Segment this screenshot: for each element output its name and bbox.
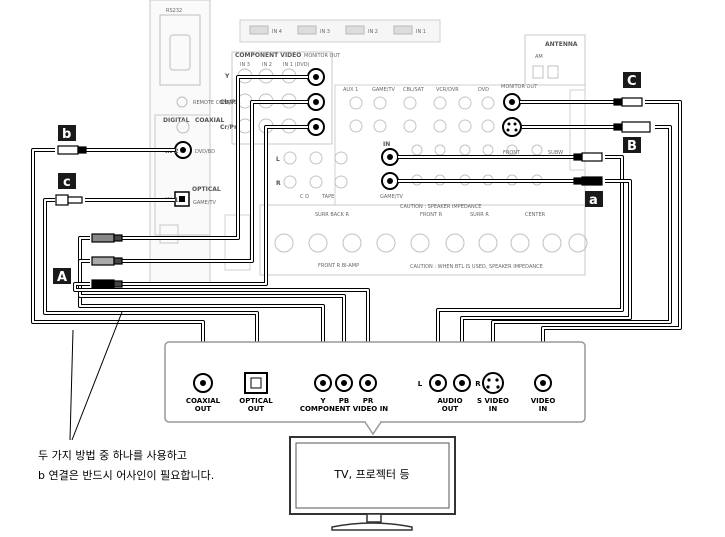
svg-text:c: c: [63, 175, 71, 190]
surr-r-label: SURR R: [470, 212, 489, 218]
callout-B: B: [623, 137, 641, 154]
rs232-label: RS232: [166, 8, 182, 14]
surr-back-label: SURR BACK R: [315, 212, 349, 218]
note-line-2: b 연결은 반드시 어사인이 필요합니다.: [38, 469, 215, 482]
subw-label: SUBW: [548, 150, 563, 156]
tv-component-video-in-label: COMPONENT VIDEO IN: [300, 405, 388, 413]
center-label: CENTER: [525, 212, 546, 218]
tv-coaxial-out-label: OUT: [195, 405, 212, 413]
callout-C: C: [623, 72, 641, 89]
comp-pb-label: Cb/Pb: [220, 99, 240, 106]
front-r-label: FRONT R: [420, 212, 443, 218]
aux-cbl-label: CBL/SAT: [403, 87, 425, 93]
receiver-audio-r-label: R: [276, 180, 281, 187]
video-monitor-out-label: MONITOR OUT: [501, 84, 538, 90]
cables: [31, 75, 682, 355]
svg-text:C: C: [627, 74, 637, 89]
callout-A: A: [53, 268, 71, 285]
tv-audio-l-label: L: [418, 380, 423, 388]
tv-coaxial-label: COAXIAL: [186, 397, 221, 405]
tape-label: TAPE: [321, 194, 334, 200]
callout-b: b: [58, 125, 76, 142]
caution-speaker-label: CAUTION : SPEAKER IMPEDANCE: [400, 204, 481, 210]
hdmi-in2-label: IN 2: [368, 29, 378, 35]
monitor-out-label: MONITOR OUT: [304, 53, 341, 59]
aux-dvd-label: DVD: [478, 87, 489, 93]
antenna-label: ANTENNA: [545, 41, 578, 48]
tv-s-video-jack: [482, 372, 504, 394]
callout-c: c: [58, 173, 76, 190]
hdmi-in4-label: IN 4: [272, 29, 282, 35]
cd-label: C D: [300, 194, 309, 200]
tv-illustration: TV, 프로젝터 등: [289, 436, 456, 531]
hdmi-in1-label: IN 1: [416, 29, 426, 35]
caution-btl-label: CAUTION : WHEN BTL IS USED, SPEAKER IMPE…: [410, 264, 543, 270]
tv-video-label: VIDEO: [531, 397, 556, 405]
remote-label: REMOTE CONTROL: [193, 100, 240, 106]
digital-label: DIGITAL: [163, 117, 190, 124]
tv-audio-out-label: OUT: [442, 405, 459, 413]
tv-optical-out-label: OUT: [248, 405, 265, 413]
aux1-label: AUX 1: [343, 87, 358, 93]
remote-jack: [176, 96, 188, 108]
svg-text:A: A: [57, 270, 67, 285]
tv-optical-label: OPTICAL: [239, 397, 273, 405]
tv-s-video-label: S VIDEO: [477, 397, 509, 405]
note-pointer-lines: [69, 311, 123, 441]
optical-label: OPTICAL: [192, 186, 221, 193]
comp-y-label: Y: [224, 73, 230, 80]
tv-video-in-label: IN: [539, 405, 548, 413]
coaxial-section-label: COAXIAL: [195, 117, 224, 124]
callout-a: a: [585, 191, 603, 208]
comp-in1-label: IN 1 (DVD): [283, 62, 310, 68]
tv-audio-label: AUDIO: [437, 397, 462, 405]
tv-audio-out-jacks: [429, 374, 471, 392]
svg-text:a: a: [589, 193, 598, 208]
comp-pr-label: Cr/Pr: [220, 124, 237, 131]
tv-connection-panel: COAXIAL OUT OPTICAL OUT Y PB PR COMPONEN…: [164, 341, 586, 436]
tv-label: TV, 프로젝터 등: [333, 468, 409, 481]
hdmi-in3-label: IN 3: [320, 29, 330, 35]
front-bi-amp-label: FRONT R BI-AMP: [318, 263, 359, 269]
optical-in1-sub: GAME/TV: [193, 200, 217, 206]
audio-in-jacks: [381, 148, 399, 190]
hdmi-inputs: IN 4 IN 3 IN 2 IN 1: [239, 19, 441, 43]
note-line-1: 두 가지 방법 중 하나를 사용하고: [38, 449, 188, 462]
video-monitor-out-jacks: [502, 93, 522, 137]
comp-in2-label: IN 2: [262, 62, 272, 68]
component-video-label: COMPONENT VIDEO: [235, 52, 301, 59]
rs232-port: [169, 34, 191, 71]
aux-vcr-label: VCR/DVR: [436, 87, 459, 93]
svg-text:b: b: [62, 127, 71, 142]
component-monitor-out-jacks: [307, 68, 325, 136]
tv-y-label: Y: [319, 397, 326, 405]
tv-pb-label: PB: [339, 397, 349, 405]
coax-in2-sub: DVD/BD: [195, 149, 215, 155]
aux-game-label: GAME/TV: [372, 87, 396, 93]
tv-component-jacks: [314, 374, 377, 392]
tv-s-video-in-label: IN: [489, 405, 498, 413]
audio-in-label: IN: [383, 141, 390, 148]
audio-game-label: GAME/TV: [380, 194, 404, 200]
tv-pr-label: PR: [363, 397, 374, 405]
am-label: AM: [535, 54, 543, 60]
svg-text:B: B: [627, 139, 637, 154]
receiver-audio-l-label: L: [276, 156, 280, 163]
comp-in3-label: IN 3: [240, 62, 250, 68]
tv-audio-r-label: R: [475, 380, 481, 388]
front-label: FRONT: [503, 150, 521, 156]
